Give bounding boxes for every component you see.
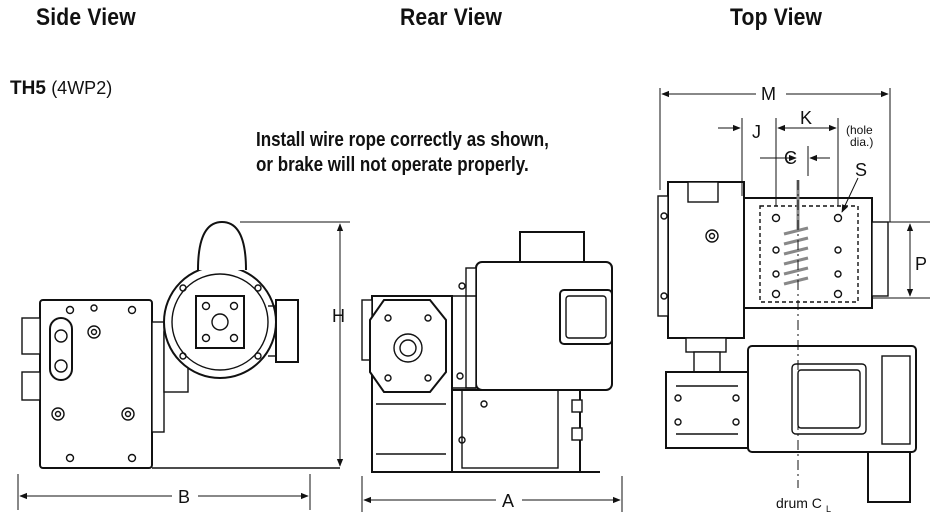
model-label: TH5 (4WP2) bbox=[10, 78, 112, 100]
dimension-s-leader bbox=[841, 177, 859, 213]
dim-label-j: J bbox=[752, 122, 761, 142]
warning-line-2: or brake will not operate properly. bbox=[256, 154, 529, 176]
dimension-j bbox=[718, 118, 777, 206]
model-code: (4WP2) bbox=[51, 78, 113, 98]
dim-label-h: H bbox=[332, 306, 345, 326]
dim-label-c: C bbox=[784, 148, 797, 168]
dim-label-s: S bbox=[855, 160, 867, 180]
dimension-a bbox=[361, 476, 623, 512]
side-view-title: Side View bbox=[36, 4, 136, 31]
rear-view-drawing bbox=[361, 231, 613, 473]
warning-line-1: Install wire rope correctly as shown, bbox=[256, 129, 549, 151]
side-view-drawing bbox=[21, 220, 340, 469]
rear-view-title: Rear View bbox=[400, 4, 503, 31]
dimension-b bbox=[17, 474, 311, 510]
model-name: TH5 bbox=[10, 78, 46, 99]
drum-center-sub: L bbox=[826, 504, 831, 514]
drum-center-label: drum C bbox=[776, 495, 822, 511]
dim-label-a: A bbox=[502, 491, 514, 511]
hole-dia-label-1: (hole bbox=[846, 123, 873, 137]
hole-dia-label-2: dia.) bbox=[850, 135, 873, 149]
dim-label-b: B bbox=[178, 487, 190, 507]
dim-label-m: M bbox=[761, 84, 776, 104]
wire-rope-warning: Install wire rope correctly as shown, or… bbox=[256, 128, 549, 178]
dimension-c bbox=[760, 146, 830, 176]
dimension-k bbox=[777, 118, 839, 206]
dimension-m bbox=[659, 88, 891, 222]
dimension-h bbox=[240, 221, 350, 467]
dim-label-p: P bbox=[915, 254, 927, 274]
top-view-drawing bbox=[657, 180, 917, 503]
top-view-title: Top View bbox=[730, 4, 823, 31]
dim-label-k: K bbox=[800, 108, 812, 128]
dimension-p bbox=[872, 221, 930, 299]
